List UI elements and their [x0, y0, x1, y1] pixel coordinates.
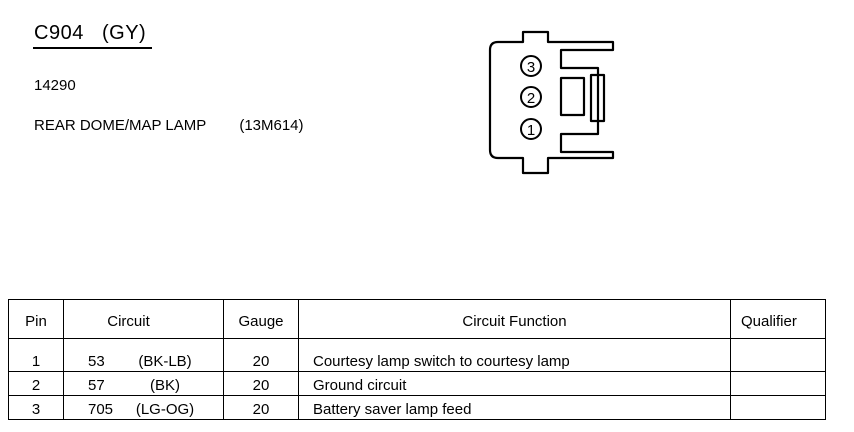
- pinout-table: Pin Circuit Gauge Circuit Function Quali…: [8, 299, 826, 420]
- circuit-number: 705: [88, 401, 114, 418]
- connector-face-diagram: 3 2 1: [488, 30, 615, 175]
- header-circuit-function: Circuit Function: [298, 299, 731, 339]
- circuit-cell: 57 (BK): [63, 371, 224, 396]
- gauge-cell: 20: [223, 395, 299, 420]
- function-cell: Courtesy lamp switch to courtesy lamp: [298, 338, 731, 372]
- connector-description: REAR DOME/MAP LAMP (13M614): [34, 117, 304, 134]
- gauge-cell: 20: [223, 371, 299, 396]
- function-cell: Battery saver lamp feed: [298, 395, 731, 420]
- pin-1-label: 1: [527, 122, 535, 139]
- header-qualifier: Qualifier: [730, 299, 826, 339]
- circuit-color: (BK): [150, 377, 180, 394]
- qualifier-cell: [730, 395, 826, 420]
- pin-3-label: 3: [527, 59, 535, 76]
- pin-cell: 2: [8, 371, 64, 396]
- header-gauge: Gauge: [223, 299, 299, 339]
- qualifier-cell: [730, 338, 826, 372]
- title-underline: [33, 47, 152, 49]
- circuit-number: 57: [88, 377, 105, 394]
- table-header-row: Pin Circuit Gauge Circuit Function Quali…: [8, 299, 826, 339]
- function-cell: Ground circuit: [298, 371, 731, 396]
- pin-2-marker: 2: [520, 86, 542, 108]
- pin-cell: 3: [8, 395, 64, 420]
- circuit-number: 53: [88, 353, 105, 370]
- circuit-color: (LG-OG): [135, 401, 195, 418]
- header-pin: Pin: [8, 299, 64, 339]
- qualifier-cell: [730, 371, 826, 396]
- pin-3-marker: 3: [520, 55, 542, 77]
- table-row: 3 705 (LG-OG) 20 Battery saver lamp feed: [8, 395, 826, 420]
- header-circuit: Circuit: [63, 299, 224, 339]
- circuit-cell: 705 (LG-OG): [63, 395, 224, 420]
- circuit-cell: 53 (BK-LB): [63, 338, 224, 372]
- table-row: 2 57 (BK) 20 Ground circuit: [8, 371, 826, 396]
- pin-cell: 1: [8, 338, 64, 372]
- pin-1-marker: 1: [520, 118, 542, 140]
- pin-2-label: 2: [527, 90, 535, 107]
- part-number: 14290: [34, 77, 76, 94]
- circuit-color: (BK-LB): [138, 353, 192, 370]
- table-row: 1 53 (BK-LB) 20 Courtesy lamp switch to c…: [8, 338, 826, 372]
- connector-title: C904 (GY): [34, 22, 147, 44]
- gauge-cell: 20: [223, 338, 299, 372]
